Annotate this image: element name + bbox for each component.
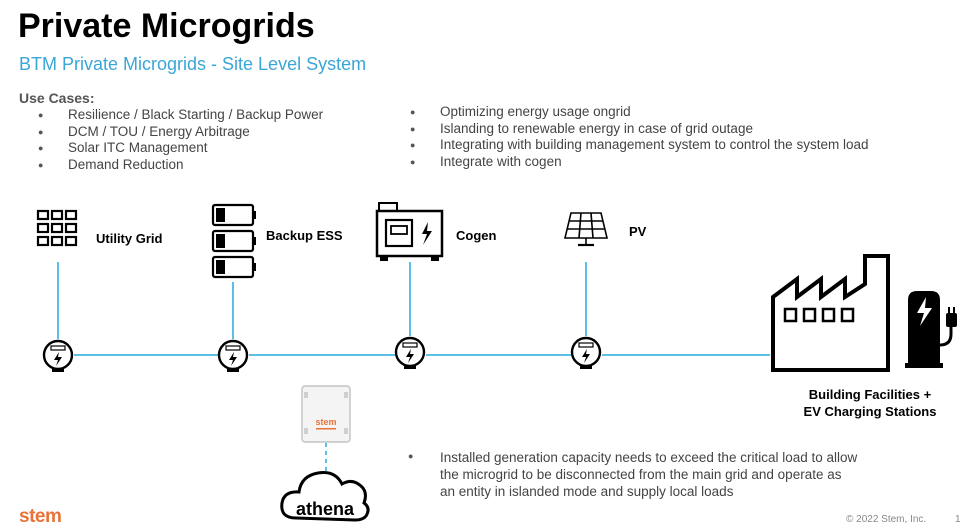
list-item: DCM / TOU / Energy Arbitrage [38, 124, 323, 141]
use-cases-list-left: Resilience / Black Starting / Backup Pow… [38, 107, 323, 174]
pv-label: PV [629, 224, 647, 239]
page-subtitle: BTM Private Microgrids - Site Level Syst… [19, 54, 367, 74]
backup-ess-label: Backup ESS [266, 228, 343, 243]
solar-panel-icon [563, 212, 609, 247]
stem-controller-icon: stem [301, 385, 351, 443]
building-label-line1: Building Facilities + [808, 387, 932, 402]
stem-logo: stem [19, 506, 62, 527]
generator-icon [375, 202, 444, 261]
building-label: Building Facilities + EV Charging Statio… [780, 386, 960, 420]
page-title: Private Microgrids [18, 7, 315, 45]
meter-icon [42, 339, 74, 372]
page-number: 1 [955, 514, 960, 525]
list-item: Solar ITC Management [38, 140, 323, 157]
utility-grid-label: Utility Grid [96, 231, 163, 246]
list-item: Integrating with building management sys… [410, 137, 869, 154]
list-item: Demand Reduction [38, 157, 323, 174]
islanding-note: Installed generation capacity needs to e… [440, 450, 858, 499]
list-item: Islanding to renewable energy in case of… [410, 121, 868, 138]
utility-grid-icon [36, 209, 78, 247]
cogen-label: Cogen [456, 228, 497, 243]
copyright-text: © 2022 Stem, Inc. [846, 514, 927, 525]
use-cases-heading: Use Cases: [19, 90, 95, 106]
ev-charger-icon [905, 291, 957, 368]
battery-icon [211, 203, 256, 279]
use-cases-list-right: Optimizing energy usage ongrid Islanding… [410, 104, 869, 171]
building-label-line2: EV Charging Stations [803, 404, 937, 419]
meter-icon [217, 339, 249, 372]
factory-icon [771, 254, 890, 372]
note-bullet: ● [408, 451, 414, 461]
controller-brand-text: stem [315, 417, 336, 427]
meter-icon [394, 336, 426, 369]
athena-cloud-icon: athena [280, 471, 370, 522]
bus-lines [57, 262, 770, 475]
meter-icon [570, 336, 602, 369]
list-item: Resilience / Black Starting / Backup Pow… [38, 107, 323, 124]
list-item: Integrate with cogen [410, 154, 868, 171]
cloud-label: athena [296, 499, 355, 519]
list-item: Optimizing energy usage ongrid [410, 104, 868, 121]
